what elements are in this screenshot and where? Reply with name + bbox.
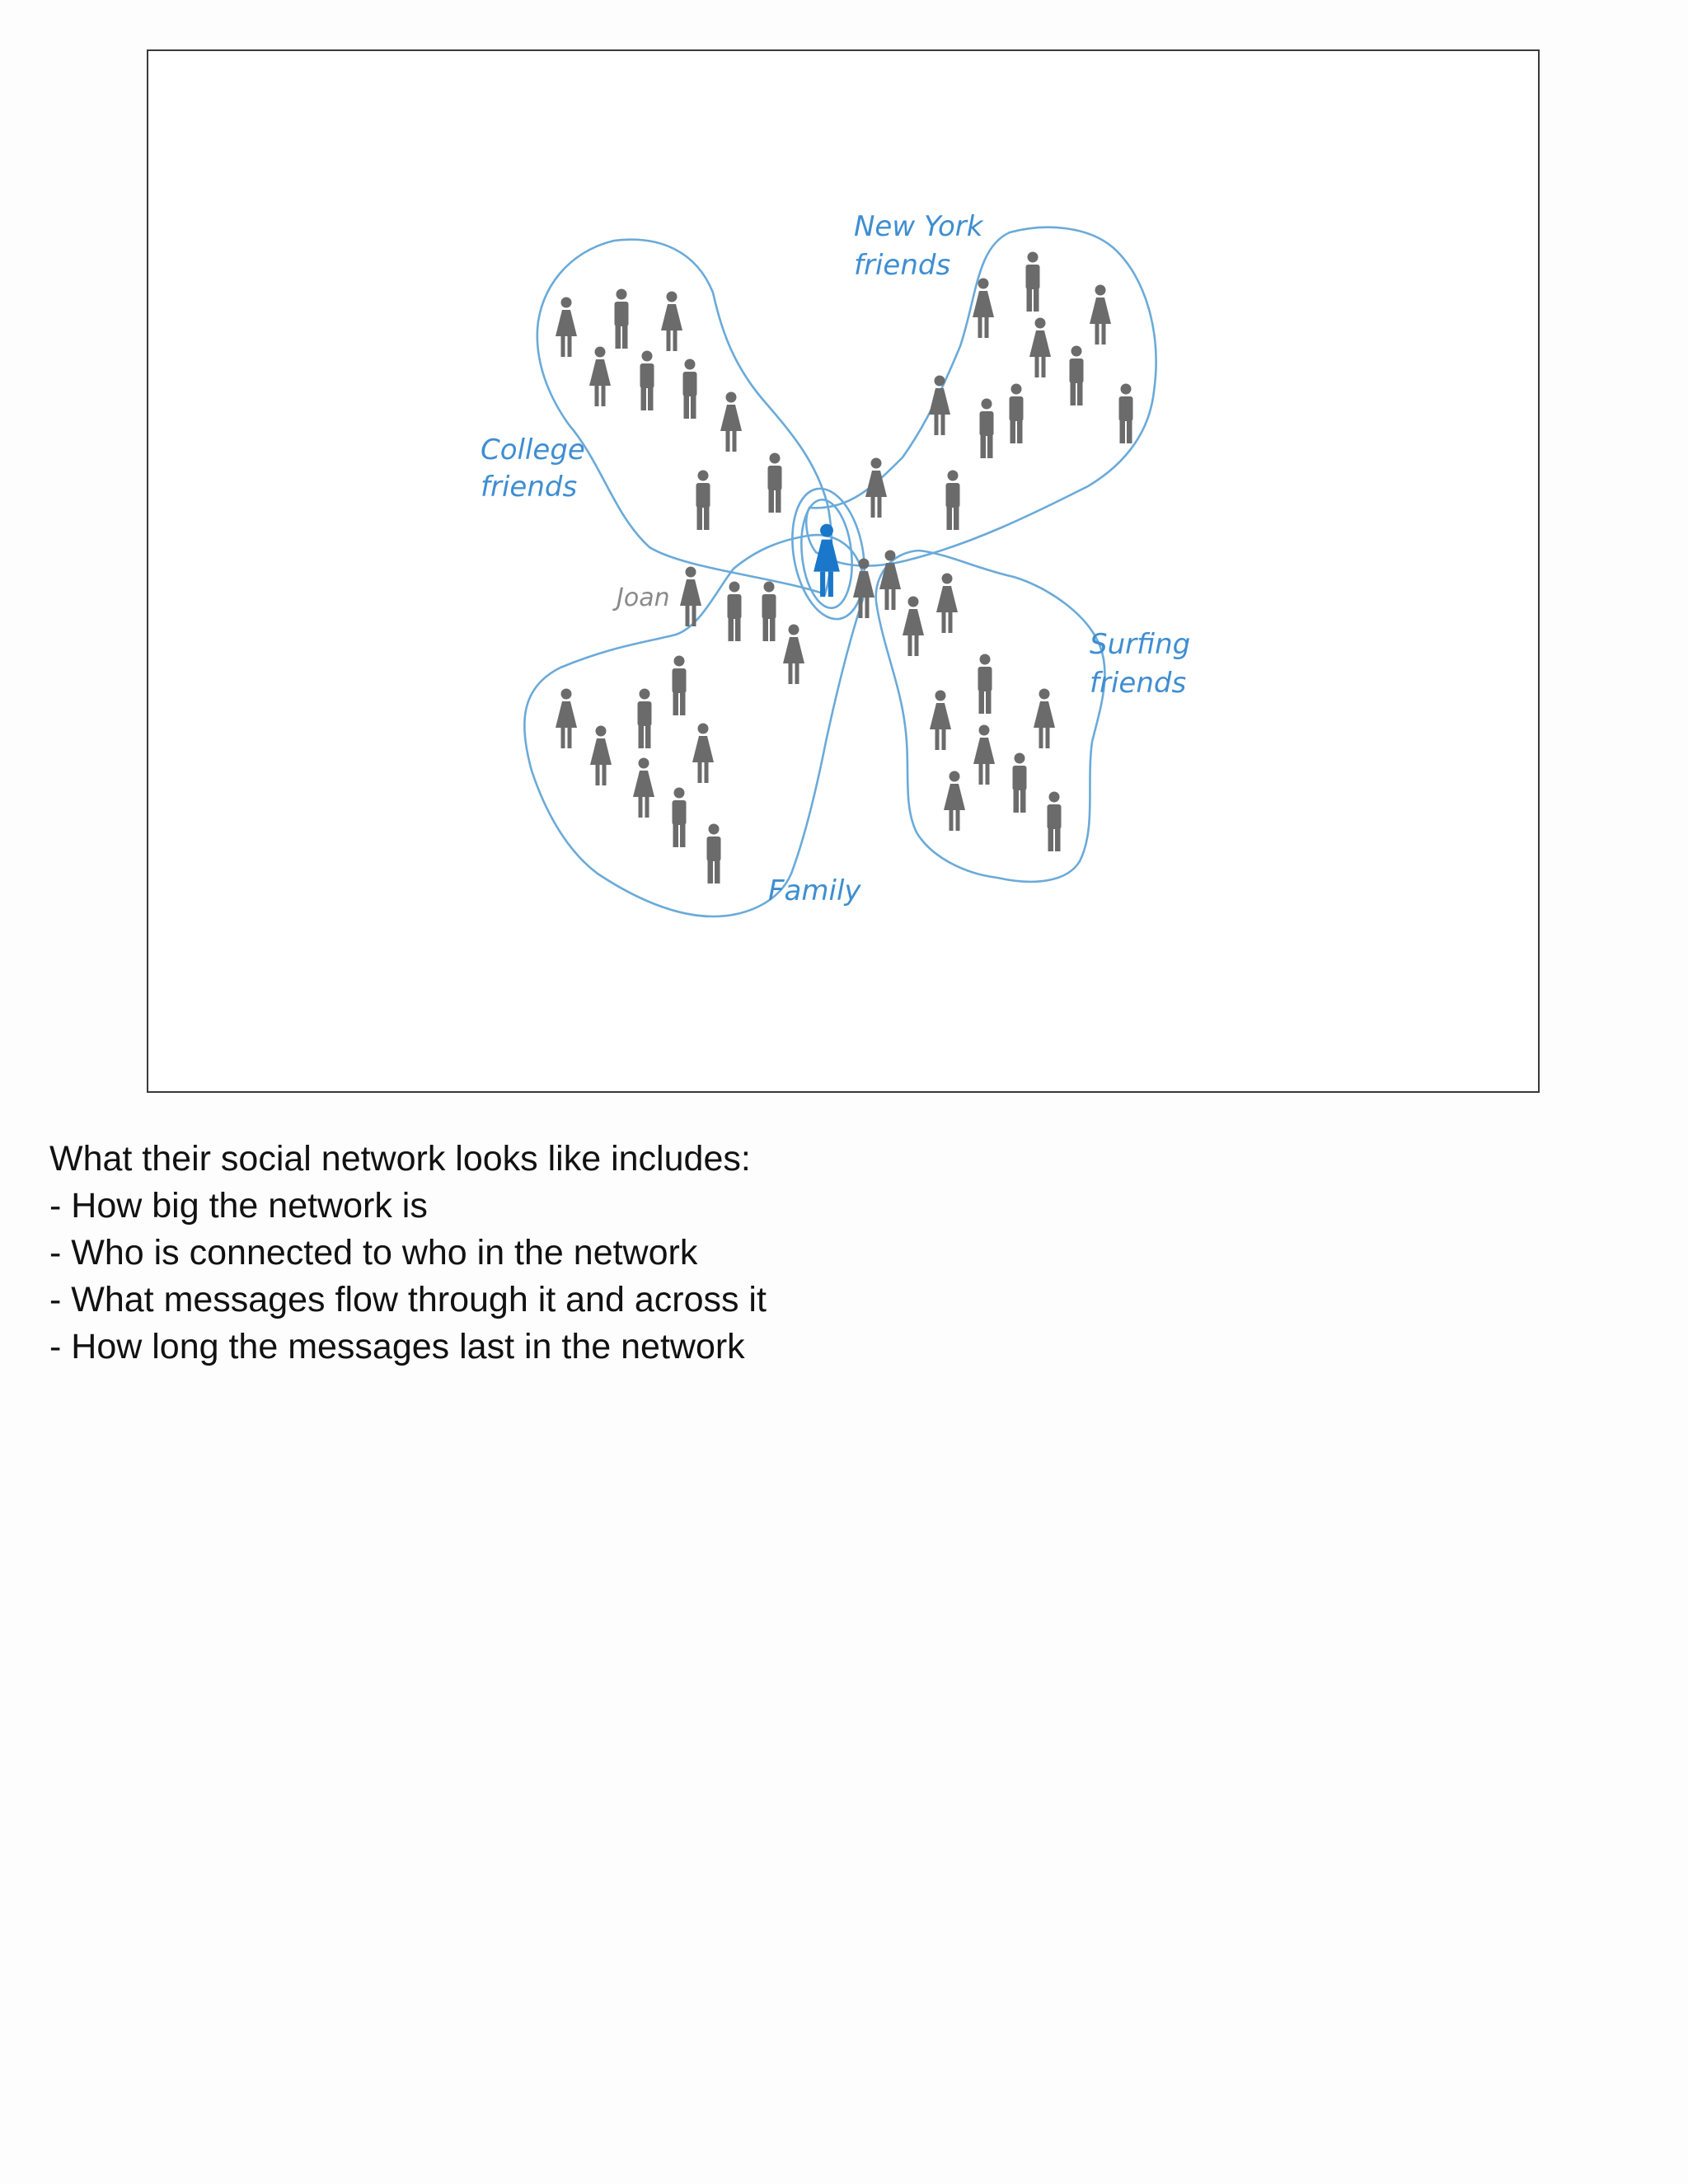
notes-item: - How long the messages last in the netw… [49, 1327, 745, 1366]
notes-item: - Who is connected to who in the network [49, 1233, 698, 1272]
slide-frame [147, 49, 1540, 1093]
notes-heading: What their social network looks like inc… [49, 1139, 751, 1179]
notes-item: - What messages flow through it and acro… [49, 1280, 767, 1319]
speaker-notes: What their social network looks like inc… [49, 1136, 1615, 1371]
notes-item: - How big the network is [49, 1186, 428, 1226]
